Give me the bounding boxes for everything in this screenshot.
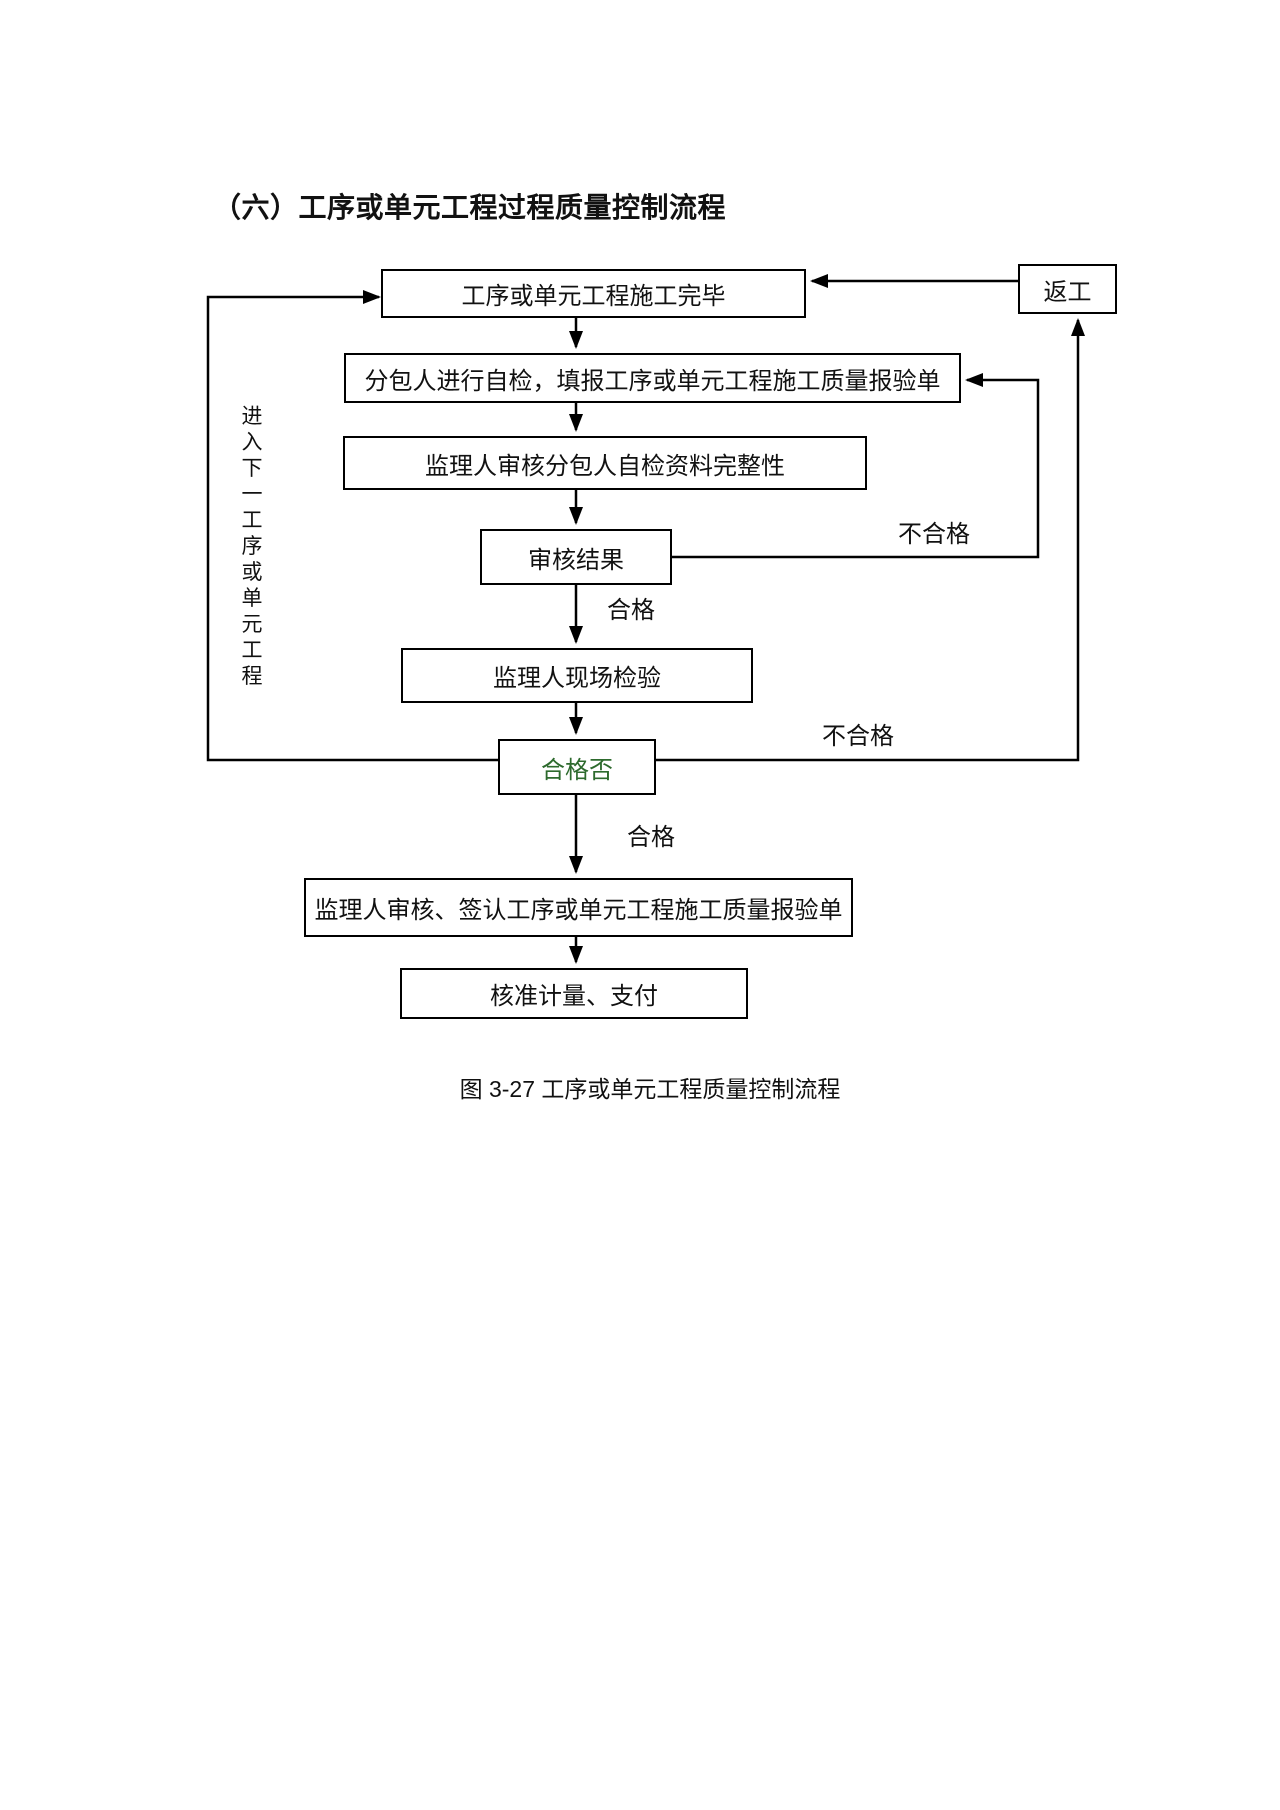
figure-caption: 图 3-27 工序或单元工程质量控制流程 [459, 1076, 841, 1102]
node-supervisor-review-completeness: 监理人审核分包人自检资料完整性 [343, 436, 867, 490]
node-pass-decision-label: 合格否 [541, 756, 613, 784]
node-subcontractor-self-check-label: 分包人进行自检，填报工序或单元工程施工质量报验单 [364, 367, 941, 395]
node-subcontractor-self-check: 分包人进行自检，填报工序或单元工程施工质量报验单 [344, 353, 961, 403]
label-pass-upper: 合格 [607, 597, 655, 624]
node-approve-payment: 核准计量、支付 [400, 968, 748, 1019]
connector-fail-result-to-selfcheck [672, 373, 1040, 559]
node-construction-complete: 工序或单元工程施工完毕 [381, 269, 806, 318]
node-review-result: 审核结果 [480, 529, 672, 585]
label-next-process: 进入下一工序或单元工程 [241, 405, 263, 688]
node-pass-decision: 合格否 [498, 739, 656, 795]
label-fail-lower: 不合格 [822, 723, 894, 750]
connector-fail-decision-to-rework [656, 318, 1085, 762]
label-pass-lower: 合格 [627, 824, 675, 851]
node-approve-payment-label: 核准计量、支付 [490, 983, 658, 1010]
node-supervisor-review-completeness-label: 监理人审核分包人自检资料完整性 [425, 452, 785, 480]
node-review-result-label: 审核结果 [528, 546, 624, 574]
connector-pass-decision-to-complete-loop [206, 290, 498, 762]
node-supervisor-site-inspection: 监理人现场检验 [401, 648, 753, 703]
node-supervisor-sign-form: 监理人审核、签认工序或单元工程施工质量报验单 [304, 878, 853, 937]
node-supervisor-sign-form-label: 监理人审核、签认工序或单元工程施工质量报验单 [314, 897, 843, 924]
node-supervisor-site-inspection-label: 监理人现场检验 [493, 665, 661, 692]
page-title: （六）工序或单元工程过程质量控制流程 [213, 192, 727, 223]
node-rework: 返工 [1018, 264, 1117, 314]
node-rework-label: 返工 [1043, 278, 1092, 306]
node-construction-complete-label: 工序或单元工程施工完毕 [461, 283, 726, 310]
label-fail-upper: 不合格 [898, 521, 970, 548]
